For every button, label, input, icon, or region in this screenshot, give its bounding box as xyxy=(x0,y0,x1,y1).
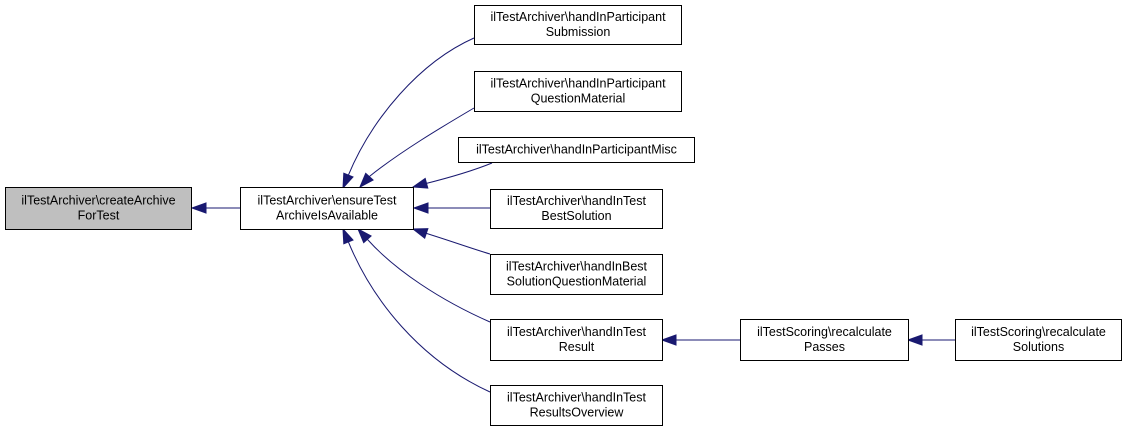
node-label-line: Solutions xyxy=(1013,340,1064,354)
node-questionMaterial[interactable]: ilTestArchiver\handInParticipantQuestion… xyxy=(474,71,682,112)
edge-line xyxy=(424,232,491,255)
edge-recalcSolutions-to-recalcPasses xyxy=(906,334,955,346)
edge-misc-to-ensure xyxy=(411,162,493,189)
edge-line xyxy=(367,239,491,323)
node-label-line: ilTestArchiver\handInTest xyxy=(507,391,646,405)
edge-submission-to-ensure xyxy=(342,37,475,190)
node-label-line: ResultsOverview xyxy=(530,406,625,420)
node-label-line: ilTestArchiver\handInParticipantMisc xyxy=(476,143,677,157)
node-label-line: ilTestScoring\recalculate xyxy=(971,325,1106,339)
edge-questionMaterial-to-ensure xyxy=(359,107,475,189)
edge-line xyxy=(423,162,493,185)
edge-testResult-to-ensure xyxy=(357,227,491,323)
node-box[interactable] xyxy=(490,385,663,426)
node-box[interactable] xyxy=(955,319,1122,361)
edge-ensure-to-createArchive xyxy=(190,202,240,214)
arrowhead xyxy=(411,177,429,189)
arrowhead xyxy=(342,227,354,245)
node-submission[interactable]: ilTestArchiver\handInParticipantSubmissi… xyxy=(474,5,682,45)
node-bestSolutionQM[interactable]: ilTestArchiver\handInBestSolutionQuestio… xyxy=(490,254,663,295)
edges-layer xyxy=(190,37,955,393)
node-box[interactable] xyxy=(474,71,682,112)
node-label-line: ilTestArchiver\createArchive xyxy=(21,194,175,208)
arrowhead xyxy=(412,202,429,214)
node-box[interactable] xyxy=(240,187,414,230)
node-label-line: ilTestArchiver\handInTest xyxy=(507,325,646,339)
node-box[interactable] xyxy=(490,189,663,229)
edge-bestSolution-to-ensure xyxy=(412,202,490,214)
node-label-line: Result xyxy=(559,340,595,354)
node-ensure[interactable]: ilTestArchiver\ensureTestArchiveIsAvaila… xyxy=(240,187,414,230)
node-label-line: Submission xyxy=(546,25,611,39)
node-box[interactable] xyxy=(5,187,192,230)
node-box[interactable] xyxy=(490,319,663,361)
node-label-line: ArchiveIsAvailable xyxy=(276,209,378,223)
node-label-line: ilTestArchiver\ensureTest xyxy=(258,194,397,208)
arrowhead xyxy=(411,228,429,240)
node-box[interactable] xyxy=(740,319,909,361)
node-label-line: QuestionMaterial xyxy=(531,92,626,106)
edge-line xyxy=(347,240,491,393)
arrowhead xyxy=(906,334,923,346)
arrowhead xyxy=(359,172,374,189)
edge-resultsOverview-to-ensure xyxy=(342,227,491,393)
arrowhead xyxy=(357,227,372,244)
arrowhead xyxy=(660,334,677,346)
edge-bestSolutionQM-to-ensure xyxy=(411,228,491,255)
node-label-line: BestSolution xyxy=(541,209,611,223)
arrowhead xyxy=(342,172,354,190)
node-label-line: SolutionQuestionMaterial xyxy=(507,275,647,289)
node-label-line: ForTest xyxy=(78,209,120,223)
edge-recalcPasses-to-testResult xyxy=(660,334,740,346)
node-label-line: ilTestArchiver\handInTest xyxy=(507,194,646,208)
node-label-line: ilTestArchiver\handInParticipant xyxy=(490,77,666,91)
node-label-line: ilTestArchiver\handInBest xyxy=(506,260,648,274)
node-box[interactable] xyxy=(458,137,695,163)
edge-line xyxy=(347,37,475,177)
node-label-line: ilTestScoring\recalculate xyxy=(757,325,892,339)
edge-line xyxy=(369,107,475,177)
node-box[interactable] xyxy=(490,254,663,295)
node-misc[interactable]: ilTestArchiver\handInParticipantMisc xyxy=(458,137,695,163)
node-box[interactable] xyxy=(474,5,682,45)
arrowhead xyxy=(190,202,207,214)
node-label-line: ilTestArchiver\handInParticipant xyxy=(490,10,666,24)
nodes-layer: ilTestArchiver\createArchiveForTestilTes… xyxy=(5,5,1122,426)
node-label-line: Passes xyxy=(804,340,845,354)
